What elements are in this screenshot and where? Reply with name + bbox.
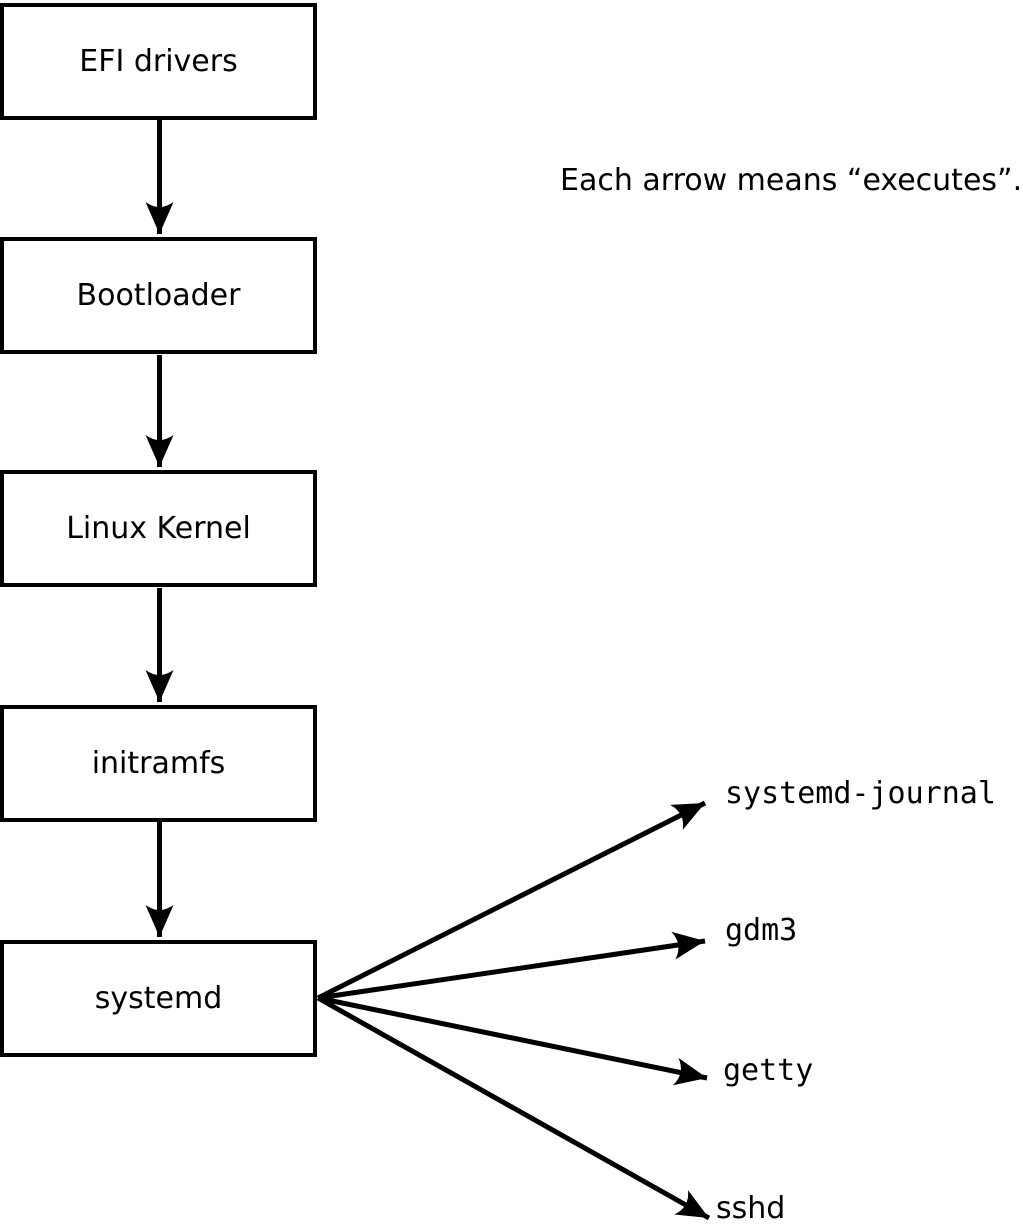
- box-initramfs: initramfs: [0, 705, 317, 822]
- box-bootloader: Bootloader: [0, 237, 317, 354]
- arrow-systemd-to-journal: [316, 800, 707, 1001]
- box-systemd-label: systemd: [94, 980, 223, 1016]
- label-sshd: sshd: [716, 1191, 786, 1226]
- label-systemd-journal: systemd-journal: [725, 776, 996, 811]
- label-getty: getty: [723, 1053, 814, 1088]
- box-linux-kernel: Linux Kernel: [0, 470, 317, 587]
- arrow-systemd-to-getty: [317, 995, 708, 1086]
- annotation-executes: Each arrow means “executes”.: [560, 163, 1023, 198]
- box-bootloader-label: Bootloader: [76, 277, 241, 313]
- box-systemd: systemd: [0, 940, 317, 1057]
- box-efi-drivers-label: EFI drivers: [79, 43, 238, 79]
- arrow-systemd-to-gdm3: [317, 931, 706, 1001]
- arrow-systemd-to-sshd: [316, 995, 711, 1221]
- label-gdm3: gdm3: [725, 913, 798, 948]
- box-linux-kernel-label: Linux Kernel: [66, 510, 251, 546]
- box-initramfs-label: initramfs: [91, 745, 226, 781]
- box-efi-drivers: EFI drivers: [0, 3, 317, 120]
